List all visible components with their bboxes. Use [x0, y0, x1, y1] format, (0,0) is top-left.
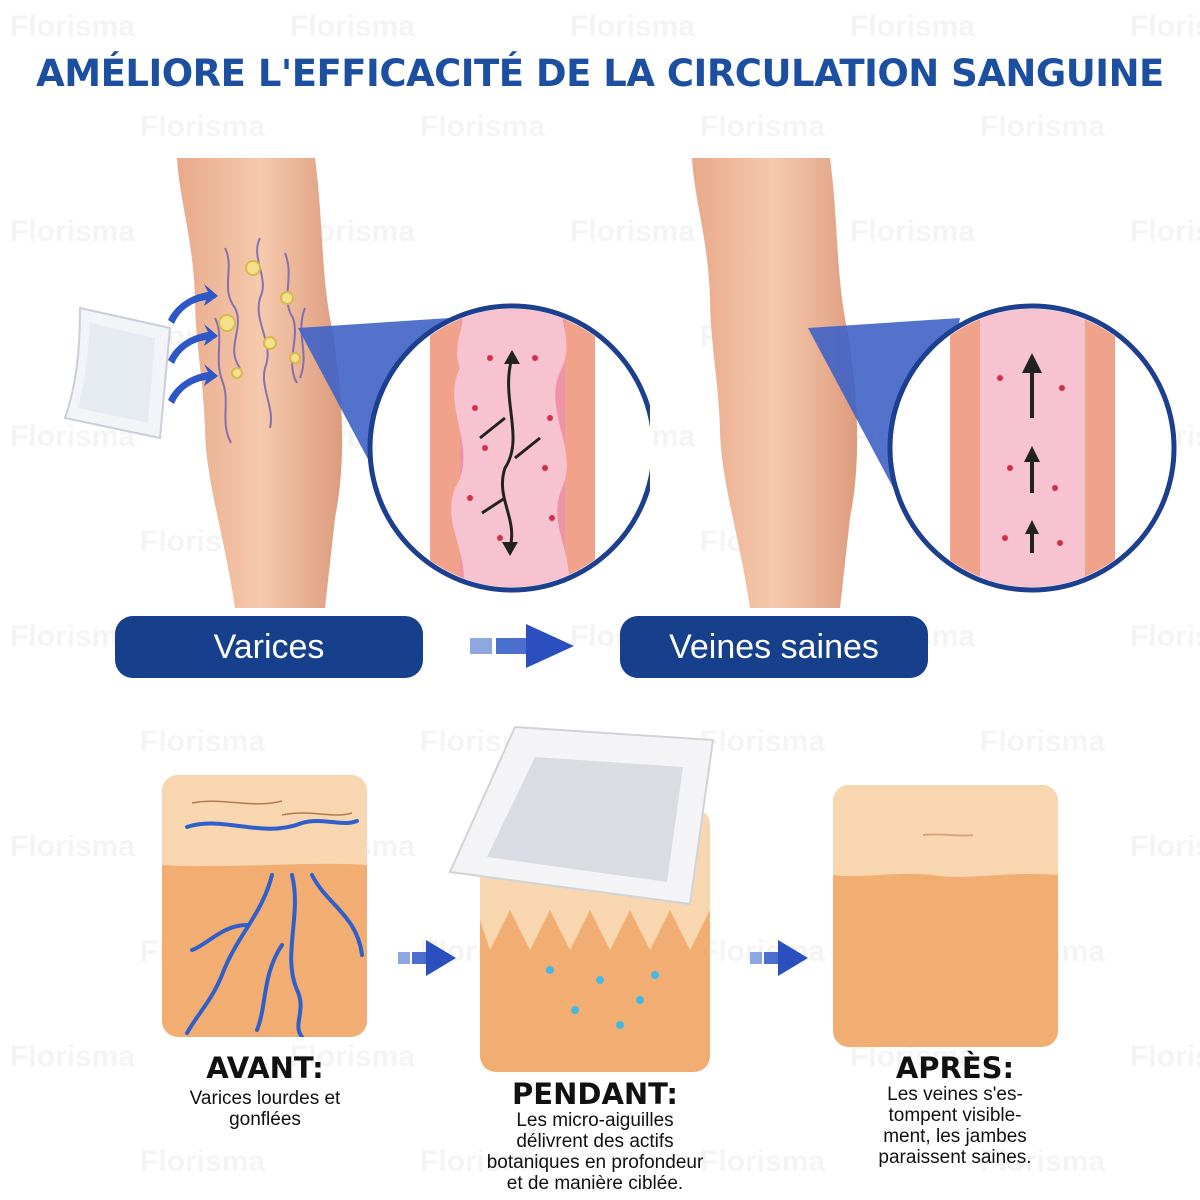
watermark-text: Florisma: [1130, 1040, 1200, 1074]
arrow-right-icon: [470, 624, 574, 668]
step-line: délivrent des actifs: [516, 1131, 674, 1152]
healthy-leg-illustration: [692, 158, 858, 608]
watermark-text: Florisma: [570, 215, 695, 249]
step-line: botaniques en profondeur: [486, 1152, 704, 1173]
watermark-text: Florisma: [420, 110, 545, 144]
watermark-text: Florisma: [140, 1145, 265, 1179]
watermark-text: Florisma: [1130, 10, 1200, 44]
varicose-leg-illustration: [177, 158, 343, 608]
step-heading: AVANT:: [206, 1051, 324, 1085]
patch-icon: [63, 306, 172, 440]
watermark-text: Florisma: [10, 10, 135, 44]
patch-icon: [448, 725, 715, 906]
arrow-right-icon: [398, 940, 456, 976]
step-description: Les micro-aiguilles délivrent des actifs…: [445, 1110, 745, 1194]
step-heading: PENDANT:: [512, 1077, 678, 1111]
step-line: ment, les jambes: [883, 1126, 1027, 1147]
varicose-vein-zoom: [298, 303, 650, 593]
watermark-text: Florisma: [980, 110, 1105, 144]
step-description: Varices lourdes et gonflées: [150, 1088, 380, 1130]
step-heading: APRÈS:: [895, 1051, 1015, 1085]
watermark-text: Florisma: [140, 110, 265, 144]
before-skin-illustration: [162, 775, 367, 1037]
step-line: Varices lourdes et: [189, 1088, 341, 1109]
step-line: gonflées: [229, 1109, 301, 1130]
step-during-caption: PENDANT: Les micro-aiguilles délivrent d…: [445, 1078, 745, 1194]
step-line: paraissent saines.: [878, 1147, 1032, 1168]
step-line: et de manière ciblée.: [506, 1173, 684, 1194]
watermark-text: Florisma: [700, 110, 825, 144]
step-line: Les micro-aiguilles: [516, 1110, 674, 1131]
flow-arrow-icon: [168, 284, 218, 404]
step-line: Les veines s'es-: [887, 1084, 1023, 1105]
watermark-text: Florisma: [140, 725, 265, 759]
watermark-text: Florisma: [10, 830, 135, 864]
watermark-text: Florisma: [1130, 830, 1200, 864]
watermark-text: Florisma: [290, 10, 415, 44]
healthy-veins-label: Veines saines: [620, 616, 928, 678]
step-after-caption: APRÈS: Les veines s'es- tompent visible-…: [840, 1052, 1070, 1168]
page-title: AMÉLIORE L'EFFICACITÉ DE LA CIRCULATION …: [36, 52, 1164, 95]
step-before-caption: AVANT: Varices lourdes et gonflées: [150, 1052, 380, 1130]
watermark-text: Florisma: [10, 1040, 135, 1074]
watermark-text: Florisma: [570, 10, 695, 44]
watermark-text: Florisma: [850, 10, 975, 44]
watermark-text: Florisma: [980, 725, 1105, 759]
watermark-text: Florisma: [1130, 620, 1200, 654]
healthy-vein-zoom: [808, 303, 1177, 593]
after-skin-illustration: [833, 785, 1058, 1047]
arrow-right-icon: [750, 940, 808, 976]
step-description: Les veines s'es- tompent visible- ment, …: [840, 1084, 1070, 1168]
step-line: tompent visible-: [888, 1105, 1022, 1126]
varices-label: Varices: [115, 616, 423, 678]
watermark-text: Florisma: [10, 215, 135, 249]
watermark-text: Florisma: [1130, 215, 1200, 249]
